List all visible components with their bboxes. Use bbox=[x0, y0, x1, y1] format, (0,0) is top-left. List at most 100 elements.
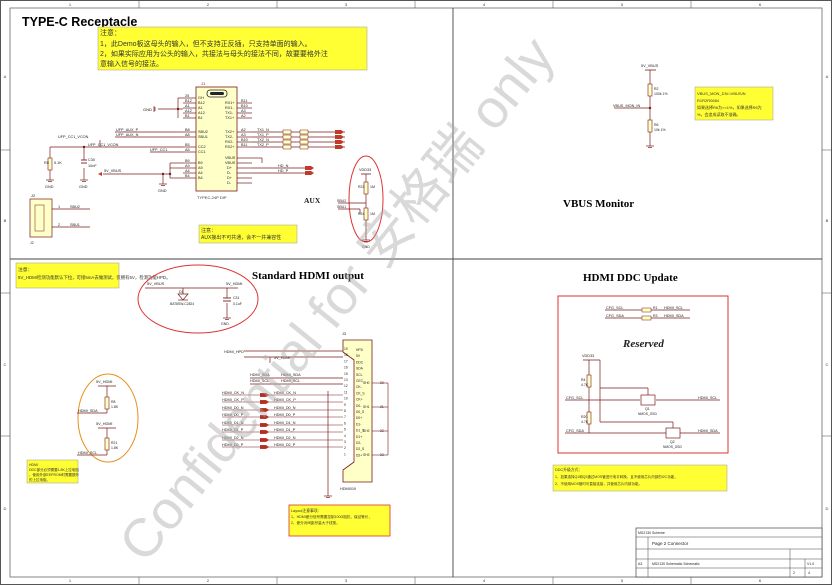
net-label: UFP_AUX_N bbox=[116, 133, 139, 137]
aux-wiring bbox=[338, 174, 367, 240]
pin-num: 25 bbox=[185, 94, 189, 98]
pin-num: 17 bbox=[344, 359, 348, 363]
net-label: UFP_AUX_P bbox=[116, 128, 139, 132]
pin-num: 4 bbox=[344, 434, 346, 438]
note-line: VBUS_MON_DIV=VBUS/N bbox=[697, 91, 746, 96]
pin-name: SDA bbox=[356, 367, 364, 371]
revision: V1.0 bbox=[807, 562, 814, 566]
net-label: TX2_P bbox=[257, 143, 269, 147]
section-title: Standard HDMI output bbox=[252, 270, 364, 282]
pin-name: D1_S bbox=[356, 429, 365, 433]
aux-note-box bbox=[198, 224, 298, 244]
pin-name: RX2- bbox=[225, 140, 234, 144]
pin-num: 8 bbox=[344, 409, 346, 413]
typec-right-pins: RX1+ RX1- TX1- TX1+ TX2+ TX2- RX2- RX2+ … bbox=[225, 99, 252, 185]
pin-num: A1 bbox=[185, 104, 190, 108]
row-label: A bbox=[826, 74, 829, 79]
pin-name: D1- bbox=[356, 422, 361, 426]
row-label: C bbox=[4, 362, 7, 367]
mosfet-q1 bbox=[640, 394, 656, 406]
ref-des: R2 bbox=[654, 87, 659, 91]
row-label: D bbox=[4, 506, 7, 511]
note-line: 1，HDMI差分信号需要控制100Ω阻抗，保证等长， bbox=[291, 514, 372, 519]
net-label: CFG_SDA bbox=[606, 314, 624, 318]
typec-port-tongue bbox=[210, 92, 224, 95]
diff-net-label: HDMI_D2_P bbox=[274, 443, 296, 447]
note-line: 意输入信号的接法。 bbox=[100, 59, 163, 68]
net-label: HDMI_SCL bbox=[78, 451, 97, 455]
col-label: 5 bbox=[621, 2, 624, 7]
pin-name: CK+ bbox=[356, 398, 363, 402]
pin-name: RX1+ bbox=[225, 101, 235, 105]
typec-connector-body bbox=[195, 86, 238, 192]
pin-name: D1+ bbox=[356, 435, 362, 439]
resistor-r20 bbox=[586, 411, 592, 425]
junction-dot bbox=[648, 106, 652, 110]
doc-name: MS2130 Schematic Schematic bbox=[652, 562, 700, 566]
hdmi-power-wiring bbox=[244, 350, 343, 496]
diff-net-label: HDMI_CK_P bbox=[222, 398, 244, 402]
ddc-pullup-highlight bbox=[77, 373, 139, 463]
ddc-pullup-wiring bbox=[77, 386, 108, 456]
pin-name: SBU2 bbox=[198, 130, 208, 134]
pin-name: TX2+ bbox=[225, 130, 235, 134]
row-label: A bbox=[4, 74, 7, 79]
pin-name: A12 bbox=[198, 111, 205, 115]
net-label: SBU1 bbox=[70, 223, 80, 227]
ddc-note-box bbox=[552, 464, 728, 492]
hdmi-connector-pins: HPD195V18DDC17SDA16SCL15CEC13CK-12CK_S11… bbox=[344, 347, 389, 457]
pin-name: CK_S bbox=[356, 391, 365, 395]
ddc-level-shift-wiring bbox=[565, 360, 720, 434]
section-dividers bbox=[10, 8, 822, 577]
ref-des: R20 bbox=[581, 415, 587, 419]
net-label: SBU1 bbox=[337, 205, 346, 209]
row-label: C bbox=[826, 362, 829, 367]
col-label: 1 bbox=[69, 2, 72, 7]
ref-des: R23 bbox=[358, 185, 364, 189]
reserved-box bbox=[557, 295, 729, 454]
pin-num: B11 bbox=[241, 99, 247, 103]
pin-num: B10 bbox=[241, 138, 248, 142]
pin-num: B8 bbox=[185, 128, 190, 132]
pin-num: 10 bbox=[344, 397, 348, 401]
diff-net-label: HDMI_D1_P bbox=[222, 428, 244, 432]
pin-num: B5 bbox=[185, 143, 190, 147]
pin-num: B1 bbox=[185, 114, 190, 118]
part-number: HDMI019 bbox=[340, 487, 356, 491]
resistor-r4 bbox=[586, 374, 592, 388]
size: A3 bbox=[638, 562, 642, 566]
net-label: TX2_N bbox=[257, 138, 269, 142]
net-label: HDMI_SCL bbox=[250, 379, 269, 383]
col-label: 1 bbox=[69, 578, 72, 583]
pin-name: D- bbox=[227, 171, 232, 175]
diff-net-label: HDMI_D2_P bbox=[222, 443, 244, 447]
net-label: TX1_N bbox=[257, 128, 269, 132]
net-label: SBU2 bbox=[70, 205, 80, 209]
pin-name: B9 bbox=[198, 161, 203, 165]
diff-net-label: HDMI_CK_N bbox=[274, 391, 296, 395]
pin-num: A8 bbox=[185, 133, 190, 137]
junction-dot bbox=[161, 172, 165, 176]
gnd-label: GND bbox=[79, 185, 88, 189]
value: 5.1K bbox=[54, 161, 62, 165]
pin-name: D+ bbox=[227, 166, 233, 170]
shield-pin-name: SH0 bbox=[363, 381, 370, 385]
vdd-label: VDD33 bbox=[582, 354, 594, 358]
protection-highlight-circle bbox=[137, 264, 259, 334]
value: 10nF bbox=[88, 164, 97, 168]
ref-des: J1 bbox=[201, 81, 206, 86]
note-line: 1，如果选择Q1和Q2通过MOS管进行电平转换，且不使用芯片内部的I2C功能， bbox=[555, 474, 678, 479]
diff-net-label: HDMI_D0_N bbox=[274, 406, 296, 410]
pin-num: 1 bbox=[344, 452, 346, 456]
sheet-of: 4 bbox=[808, 571, 810, 575]
pin-num: B12 bbox=[185, 99, 192, 103]
pin-num: 2 bbox=[344, 446, 346, 450]
pin-num: A3 bbox=[241, 109, 246, 113]
net-label: 5V_HDMI bbox=[226, 282, 242, 286]
pin-num: 2 bbox=[58, 223, 60, 227]
pin-name: DDC bbox=[356, 360, 364, 364]
pin-name: B12 bbox=[198, 101, 205, 105]
note-line: 注意： bbox=[100, 28, 121, 37]
vbus-label: 5V_VBUS bbox=[104, 169, 122, 173]
